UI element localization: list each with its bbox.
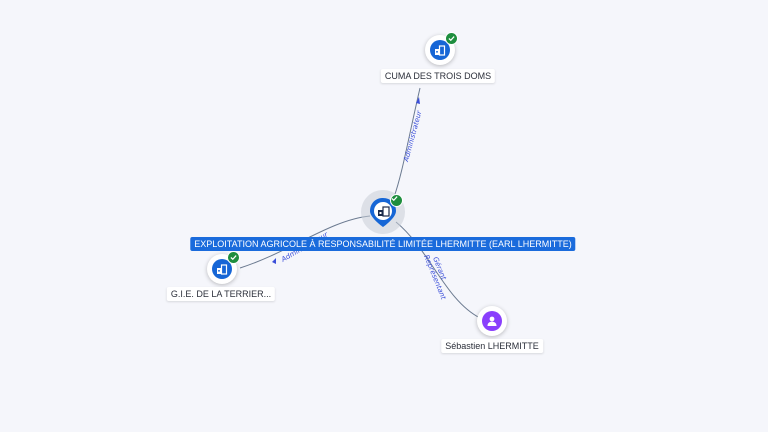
- edge-label-cuma: Administrateur: [402, 109, 424, 164]
- person-icon: [487, 316, 497, 326]
- edge-main-person: [395, 221, 481, 319]
- cuma-company-node[interactable]: [425, 32, 458, 65]
- person-label[interactable]: Sébastien LHERMITTE: [441, 339, 543, 353]
- cuma-company-label[interactable]: CUMA DES TROIS DOMS: [380, 69, 496, 83]
- main-company-label[interactable]: EXPLOITATION AGRICOLE À RESPONSABILITÉ L…: [190, 237, 576, 251]
- verified-check-icon: [227, 251, 240, 264]
- company-building-icon: [217, 264, 228, 275]
- edge-main-cuma: [393, 87, 421, 198]
- person-node[interactable]: [477, 306, 507, 336]
- edge-arrow-gie: [272, 258, 276, 264]
- main-company-node[interactable]: [361, 190, 405, 234]
- map-pin-icon: [370, 198, 396, 227]
- edge-arrow-cuma: [416, 97, 420, 104]
- verified-check-icon: [390, 194, 403, 207]
- gie-company-node[interactable]: [207, 251, 240, 284]
- company-building-icon: [378, 206, 390, 217]
- gie-company-label[interactable]: G.I.E. DE LA TERRIER...: [166, 287, 276, 301]
- company-building-icon: [435, 45, 446, 56]
- verified-check-icon: [445, 32, 458, 45]
